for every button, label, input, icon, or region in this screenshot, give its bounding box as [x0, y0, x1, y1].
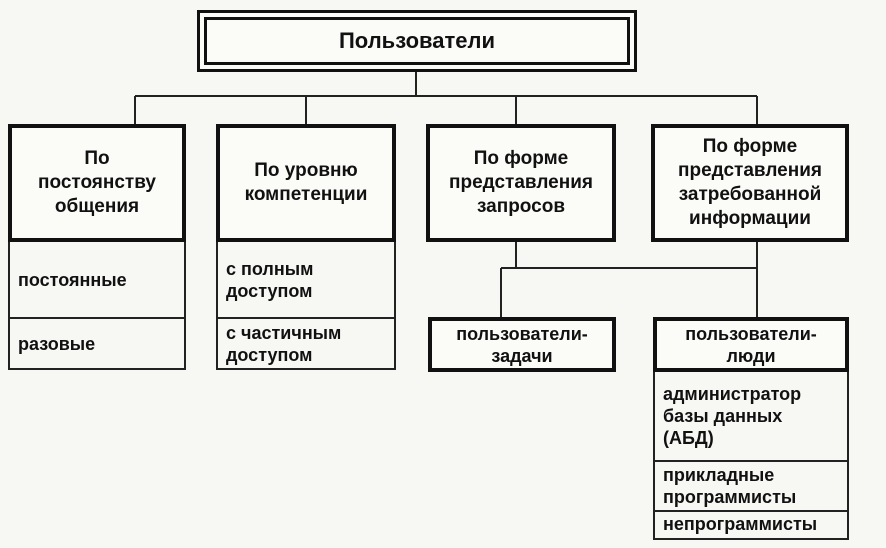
subcategory-people-users: пользователи- люди — [653, 317, 849, 372]
category-constancy: По постоянству общения — [8, 124, 186, 242]
category-info-form: По форме представления затребованной инф… — [651, 124, 849, 242]
list-item: непрограммисты — [655, 510, 847, 536]
category-label: По форме представления запросов — [449, 148, 593, 217]
list-item: администратор базы данных (АБД) — [663, 384, 802, 448]
category-competence-items: с полным доступом с частичным доступом — [216, 242, 396, 370]
list-item: с частичным доступом — [218, 317, 394, 368]
subcategory-people-items: администратор базы данных (АБД) прикладн… — [653, 372, 849, 540]
root-node: Пользователи — [197, 10, 637, 72]
category-query-form: По форме представления запросов — [426, 124, 616, 242]
list-item: постоянные — [18, 269, 127, 290]
root-node-label: Пользователи — [204, 17, 630, 65]
subcategory-task-users: пользователи- задачи — [428, 317, 616, 372]
list-item: с полным доступом — [226, 258, 314, 301]
category-label: По уровню компетенции — [244, 160, 368, 205]
subcategory-label: пользователи- люди — [685, 323, 817, 366]
list-item: прикладные программисты — [655, 460, 847, 510]
subcategory-label: пользователи- задачи — [456, 323, 588, 366]
list-item: разовые — [10, 317, 184, 368]
category-competence: По уровню компетенции — [216, 124, 396, 242]
category-label: По постоянству общения — [37, 148, 157, 217]
category-constancy-items: постоянные разовые — [8, 242, 186, 370]
category-label: По форме представления затребованной инф… — [678, 136, 822, 229]
